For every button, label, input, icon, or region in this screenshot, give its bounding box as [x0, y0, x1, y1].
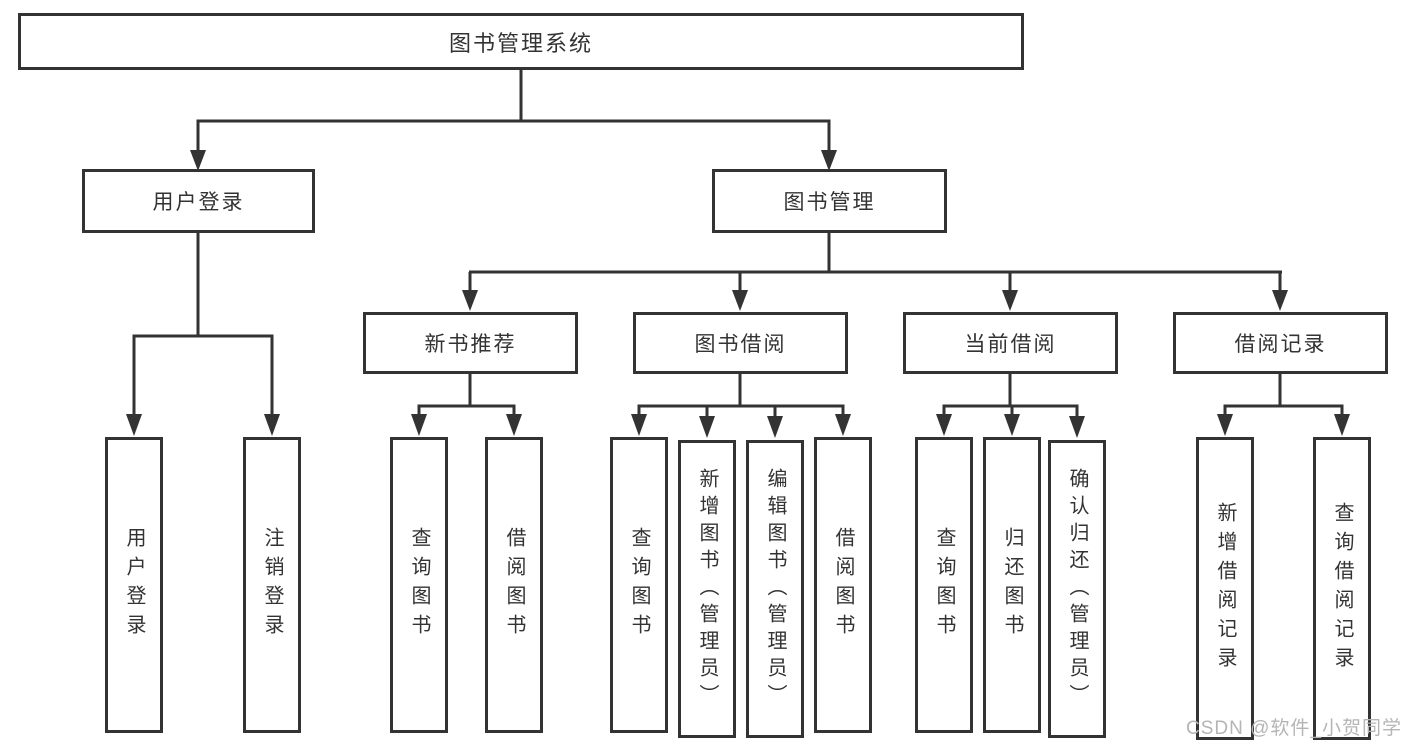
- leaf-query-books-3: 查询图书: [915, 437, 973, 733]
- connector-arrow: [462, 290, 478, 311]
- node-label: 注销登录: [261, 527, 283, 643]
- node-label: 归还图书: [1001, 527, 1023, 643]
- node-book-borrow: 图书借阅: [633, 312, 848, 374]
- node-label: 新增图书（管理员）: [696, 467, 718, 711]
- leaf-query-books-1: 查询图书: [390, 437, 448, 733]
- connector-arrow: [936, 414, 952, 436]
- connector-arrow: [1272, 290, 1288, 311]
- node-user-login: 用户登录: [82, 169, 315, 233]
- connector-arrow: [821, 150, 837, 171]
- node-label: 编辑图书（管理员）: [764, 467, 786, 711]
- node-label: 当前借阅: [964, 333, 1057, 356]
- node-label: 用户登录: [152, 191, 245, 214]
- node-label: 图书借阅: [694, 333, 787, 356]
- node-borrow-records: 借阅记录: [1173, 312, 1388, 374]
- leaf-add-books-admin: 新增图书（管理员）: [678, 440, 736, 738]
- node-label: 图书管理系统: [448, 30, 593, 56]
- leaf-return-books: 归还图书: [983, 437, 1041, 733]
- connector-arrow: [835, 414, 851, 436]
- node-label: 借阅图书: [832, 527, 854, 643]
- node-label: 新增借阅记录: [1214, 501, 1236, 676]
- connector-arrow: [732, 290, 748, 311]
- leaf-logout: 注销登录: [243, 437, 301, 733]
- node-new-book-recommend: 新书推荐: [363, 312, 578, 374]
- connector-arrow: [767, 416, 783, 438]
- connector-arrow: [190, 150, 206, 171]
- connector-arrow: [699, 416, 715, 438]
- node-label: 新书推荐: [424, 333, 517, 356]
- connector-arrow: [1004, 414, 1020, 436]
- node-label: 用户登录: [123, 527, 145, 643]
- node-label: 借阅图书: [503, 527, 525, 643]
- node-label: 查询图书: [628, 527, 650, 643]
- leaf-borrow-books-1: 借阅图书: [485, 437, 543, 733]
- connector-arrow: [1002, 290, 1018, 311]
- node-label: 查询图书: [408, 527, 430, 643]
- connector-arrow: [126, 414, 142, 436]
- connector-arrow: [411, 414, 427, 436]
- node-book-management: 图书管理: [712, 169, 947, 233]
- leaf-edit-books-admin: 编辑图书（管理员）: [746, 440, 804, 738]
- node-label: 查询借阅记录: [1331, 501, 1353, 676]
- leaf-add-borrow-record: 新增借阅记录: [1196, 437, 1254, 740]
- connector-arrow: [1217, 414, 1233, 436]
- connector-arrow: [506, 414, 522, 436]
- connector-arrow: [1334, 414, 1350, 436]
- leaf-user-login: 用户登录: [105, 437, 163, 733]
- leaf-confirm-return-admin: 确认归还（管理员）: [1048, 440, 1106, 738]
- leaf-query-books-2: 查询图书: [610, 437, 668, 733]
- connector-arrow: [631, 414, 647, 436]
- leaf-query-borrow-record: 查询借阅记录: [1313, 437, 1371, 740]
- csdn-watermark: CSDN @软件_小贺同学: [1186, 718, 1402, 739]
- node-label: 确认归还（管理员）: [1066, 467, 1088, 711]
- connector-arrow: [1069, 416, 1085, 438]
- node-label: 借阅记录: [1234, 333, 1327, 356]
- node-library-management-system: 图书管理系统: [18, 13, 1024, 70]
- node-label: 图书管理: [783, 191, 876, 214]
- connector-arrow: [264, 414, 280, 436]
- node-label: 查询图书: [933, 527, 955, 643]
- node-current-borrow: 当前借阅: [903, 312, 1118, 374]
- leaf-borrow-books-2: 借阅图书: [814, 437, 872, 733]
